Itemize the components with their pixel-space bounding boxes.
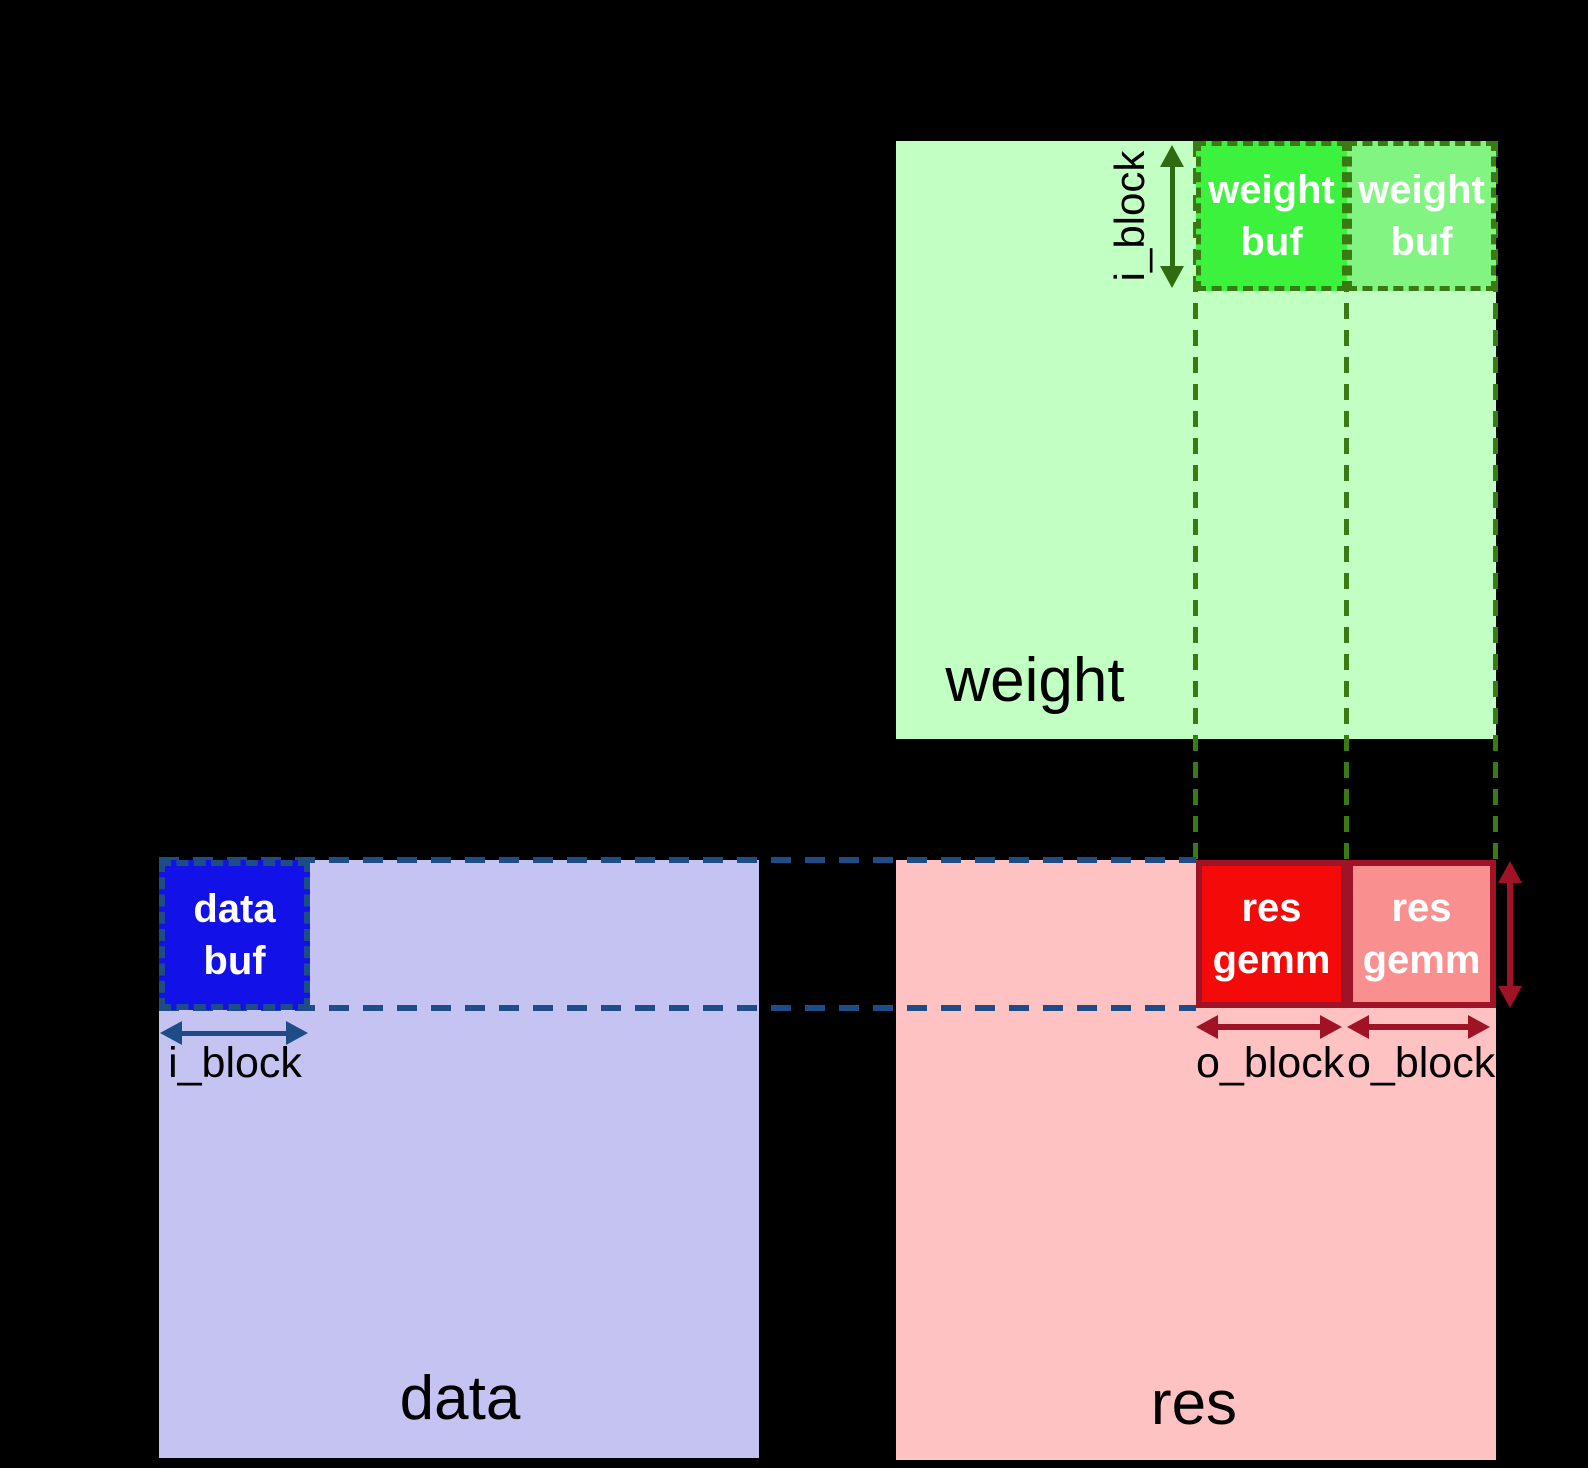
- arrow-shaft: [176, 1030, 292, 1036]
- arrow-head: [160, 1021, 182, 1045]
- green-dashed-line-middle: [1344, 141, 1349, 860]
- i-block-label-weight: i_block: [1106, 150, 1153, 282]
- arrow-shaft: [1169, 161, 1175, 272]
- weight-buf-2-line1: weight: [1358, 168, 1485, 212]
- res-gemm-2-line2: gemm: [1362, 938, 1481, 982]
- arrow-head: [1160, 266, 1184, 288]
- res-gemm-1-line1: res: [1241, 886, 1302, 930]
- arrow-head: [286, 1021, 308, 1045]
- i-block-horizontal-arrow-icon: [160, 1021, 308, 1045]
- o-block-arrow-1-icon: [1196, 1015, 1342, 1039]
- navy-dashed-line-top: [159, 857, 1196, 863]
- res-gemm-block-1: res gemm: [1196, 860, 1347, 1008]
- weight-buf-2-line2: buf: [1390, 220, 1453, 264]
- weight-buf-block-2: weight buf: [1347, 141, 1496, 291]
- green-dashed-line-left: [1193, 141, 1198, 860]
- data-buf-block: data buf: [159, 860, 310, 1010]
- arrow-head: [1468, 1015, 1490, 1039]
- i-block-vertical-arrow-icon: [1160, 145, 1184, 288]
- o-block-label-1: o_block: [1196, 1039, 1345, 1087]
- weight-buf-1-line2: buf: [1240, 220, 1303, 264]
- data-buf-line1: data: [193, 887, 276, 931]
- arrow-head: [1347, 1015, 1369, 1039]
- arrow-head: [1160, 145, 1184, 167]
- weight-buf-1-line1: weight: [1208, 168, 1335, 212]
- res-gemm-2-line1: res: [1391, 886, 1452, 930]
- res-matrix-label: res: [1150, 1369, 1238, 1438]
- arrow-head: [1196, 1015, 1218, 1039]
- arrow-shaft: [1212, 1024, 1326, 1030]
- o-block-arrow-2-icon: [1347, 1015, 1490, 1039]
- arrow-head: [1498, 986, 1522, 1008]
- res-gemm-1-line2: gemm: [1212, 938, 1331, 982]
- weight-matrix-label: weight: [945, 646, 1125, 715]
- green-dashed-line-right: [1493, 141, 1498, 860]
- arrow-shaft: [1363, 1024, 1474, 1030]
- navy-dashed-line-bottom: [159, 1005, 1196, 1011]
- arrow-shaft: [1507, 877, 1513, 992]
- i-block-label-data: i_block: [168, 1039, 302, 1087]
- o-block-vertical-arrow-icon: [1498, 861, 1522, 1008]
- data-buf-line2: buf: [203, 939, 266, 983]
- arrow-head: [1320, 1015, 1342, 1039]
- arrow-head: [1498, 861, 1522, 883]
- o-block-label-2: o_block: [1347, 1039, 1496, 1087]
- data-matrix-label: data: [399, 1364, 521, 1433]
- res-gemm-block-2: res gemm: [1347, 860, 1496, 1008]
- weight-buf-block-1: weight buf: [1196, 141, 1347, 291]
